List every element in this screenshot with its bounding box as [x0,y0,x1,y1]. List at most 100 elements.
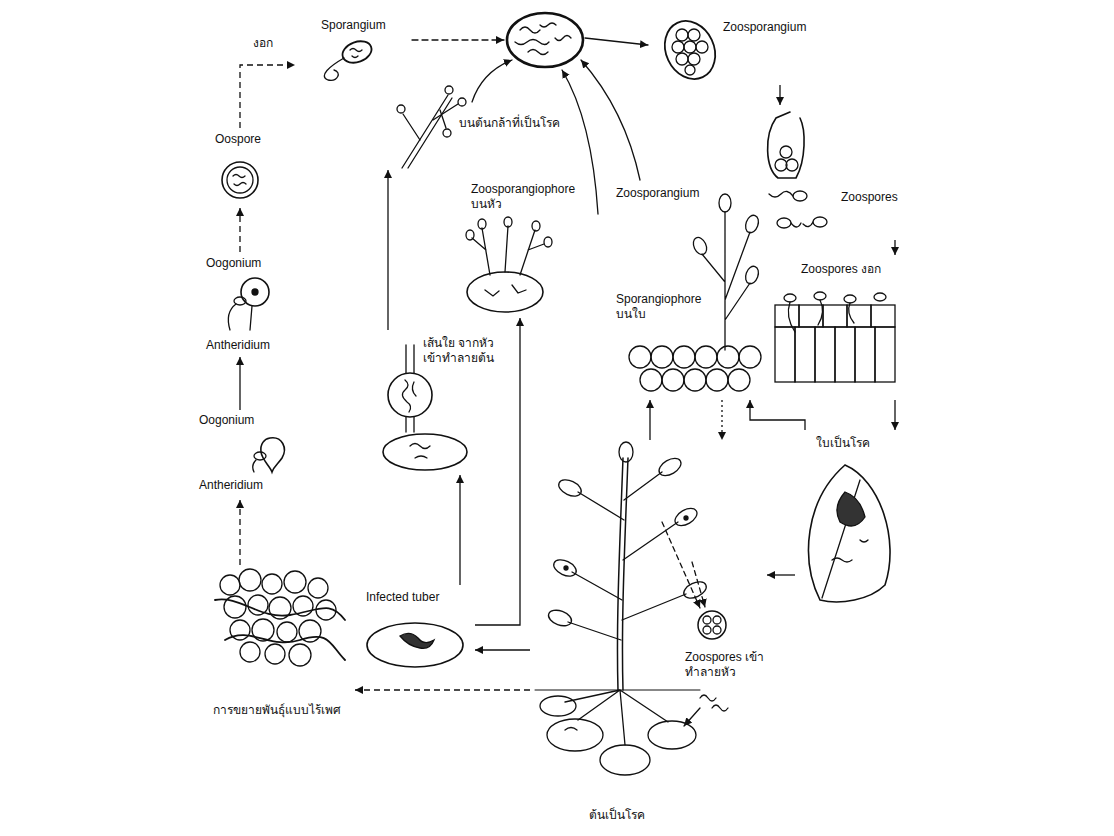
diseased-plant [713,626,721,634]
cycle-arrow [750,400,805,430]
leaf-sporangiophore [739,346,761,368]
life-cycle-illustration [215,13,895,775]
zoosporangium [688,29,700,41]
central-sporangium [507,13,583,67]
cycle-arrow [459,475,460,585]
infected-tissue [220,575,240,595]
diseased-seedling [397,86,466,168]
leaf-epidermis [835,327,855,382]
infected-tissue [308,578,328,598]
oogonium-antheridium [241,278,269,306]
cycle-arrow [240,65,295,128]
life-stage: Zoosporangium [650,15,820,85]
infected-tissue [262,574,282,594]
zoospore-release [780,146,792,158]
life-stage: ZoosporangiumSporangiophore บนใบ [612,183,765,400]
zoospore-release [769,191,813,227]
life-stage: บนต้นกล้าที่เป็นโรค [380,85,570,170]
life-stage: เส้นใย จากหัว เข้าทำลายต้น [365,330,507,475]
zoosporangium [685,65,695,75]
stage-label: Zoosporangiophore บนหัว [470,182,594,212]
leaf-epidermis [823,305,847,327]
oogonium-antheridium [228,304,252,330]
oogonium-antheridium [261,438,285,472]
diseased-plant [703,626,711,634]
zoosporangium [676,53,688,65]
zoospore-release [786,159,798,171]
tuber-sporangiophore [544,237,552,247]
leaf-epidermis [775,327,795,382]
diseased-plant [547,719,603,751]
zoosporangium [696,41,708,53]
life-stage: ใบเป็นโรค [795,430,905,610]
leaf-epidermis [844,295,856,303]
zoospore-release [777,218,791,228]
germinating-sporangium [339,37,374,66]
cycle-arrow [355,689,530,690]
leaf-sporangiophore [706,369,728,391]
diseased-plant [564,566,568,570]
zoosporangium [684,41,696,53]
oospore [222,162,258,198]
cycle-arrow [475,649,530,650]
diseased-plant [700,695,728,711]
diseased-plant [617,458,628,690]
leaf-epidermis [855,327,875,382]
leaf-epidermis [788,300,854,332]
leaf-epidermis [875,327,895,382]
leaf-sporangiophore [743,213,760,234]
oospore [222,162,258,198]
leaf-sporangiophore [728,369,750,391]
diseased-plant [600,745,650,775]
stage-label: Antheridium [198,478,264,493]
diseased-plant [568,472,686,640]
life-stage: Zoospores [768,105,910,240]
infected-tissue [289,644,311,666]
infected-tuber [367,623,463,667]
oogonium-antheridium [254,452,266,460]
stage-label: Sporangium [320,18,387,33]
tuber-sporangiophore [532,221,540,231]
zoospore-release [775,159,787,171]
infected-tissue [239,569,261,591]
diseased-plant [565,728,577,731]
tuber-sporangiophore [485,285,526,296]
leaf-epidermis [815,327,835,382]
leaf-sporangiophore [629,346,651,368]
leaf-sporangiophore [673,346,695,368]
life-stage: Sporangium [295,15,410,83]
stage-label: เส้นใย จากหัว เข้าทำลายต้น [422,336,507,366]
zoospore-release [793,191,807,201]
infected-tuber [367,623,463,667]
infected-tissue [265,644,285,664]
central-sporangium [507,13,583,67]
diseased-plant [656,455,684,479]
zoosporangium [688,53,700,65]
oogonium-antheridium [228,278,269,330]
diseased-seedling [397,105,405,113]
infected-tissue [240,642,260,662]
cycle-arrow [649,400,650,440]
stage-label: Oogonium [198,413,255,428]
stage-label: Oogonium [205,256,262,271]
cycle-arrow [387,170,388,330]
stage-label: Antheridium [205,338,271,353]
diseased-seedling [402,95,452,168]
diseased-plant [535,442,728,775]
life-stage: OogoniumAntheridium [195,252,290,357]
leaf-epidermis [874,293,886,301]
arrow-label: งอก [252,36,274,51]
diseased-leaf [832,540,868,562]
zoosporangium [656,13,725,88]
diseased-plant [672,505,700,529]
oogonium-antheridium [252,289,258,295]
stem-infection [402,380,416,412]
zoospore-release [768,112,805,178]
life-stage: Zoospores งอก [770,255,905,400]
leaf-sporangiophore [719,194,731,212]
leaf-epidermis [775,305,799,327]
oospore [233,175,246,186]
diseased-seedling [458,98,466,106]
diseased-plant [692,562,705,607]
diseased-leaf [809,465,890,602]
